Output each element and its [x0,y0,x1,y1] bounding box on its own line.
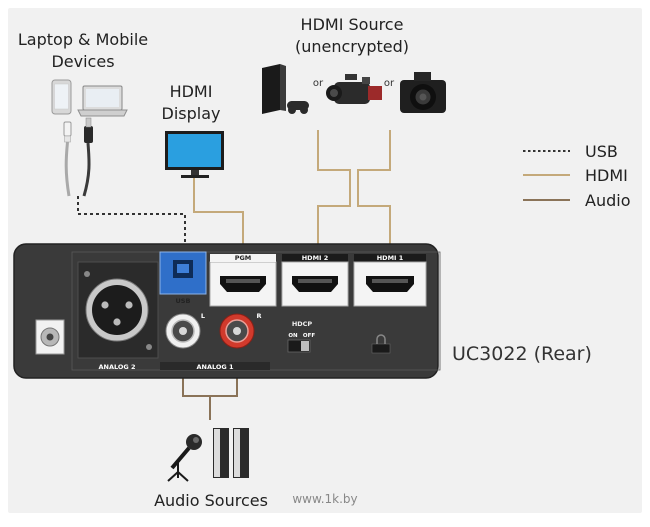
uc3022-rear-panel: ANALOG 2 USB L R ANALOG 1 [13,243,441,379]
model-label: UC3022 (Rear) [452,343,592,365]
rca-input-left [165,313,201,349]
game-console-icon [262,64,309,114]
laptop-mobile-label-line2: Devices [51,52,114,71]
hdcp-on-label: ON [288,333,298,339]
usb-port-label: USB [176,297,191,305]
dslr-camera-icon [400,72,446,113]
or-label-1: or [313,78,324,89]
legend: USB HDMI Audio [523,142,630,210]
dc-power-jack [35,319,65,355]
analog1-bar [160,362,270,370]
monitor-icon [165,131,224,178]
hdcp-switch[interactable] [287,339,311,353]
hdmi-source-connection-lines [317,130,391,262]
audio-sources-label: Audio Sources [154,491,268,510]
rca-left-label: L [201,312,205,320]
smartphone-icon [51,79,72,115]
hdmi-display-label-line1: HDMI [170,82,213,101]
legend-audio-label: Audio [585,191,630,210]
rca-right-label: R [256,312,261,320]
rca-input-right [219,313,255,349]
hdmi1-label: HDMI 1 [377,254,404,262]
analog2-label: ANALOG 2 [98,363,135,371]
hdmi-port-pgm [209,254,277,307]
hdcp-off-label: OFF [303,333,315,339]
hdmi-port-2 [281,254,349,307]
hdmi-port-1 [353,254,427,307]
pgm-label: PGM [235,254,252,262]
camcorder-icon [326,74,382,104]
laptop-mobile-label-line1: Laptop & Mobile [18,30,148,49]
legend-usb-label: USB [585,142,618,161]
usb-port [159,251,207,295]
hdmi-display-connection-line [193,178,244,262]
hdmi-source-label-line2: (unencrypted) [295,37,409,56]
microphone-icon [167,434,202,482]
hdmi2-label: HDMI 2 [302,254,329,262]
analog1-label: ANALOG 1 [196,363,234,371]
usb-connection-line [77,196,186,262]
watermark: www.1k.by [292,492,357,506]
or-label-2: or [384,78,395,89]
speaker-icon [213,428,249,478]
laptop-icon [77,85,128,117]
hdmi-display-label-line2: Display [162,104,221,123]
hdcp-label: HDCP [292,320,313,328]
usb-cable-icon [63,117,93,197]
xlr-input-analog2 [77,261,159,359]
legend-hdmi-label: HDMI [585,166,628,185]
hdmi-source-label-line1: HDMI Source [301,15,404,34]
lock-icon [371,334,391,354]
